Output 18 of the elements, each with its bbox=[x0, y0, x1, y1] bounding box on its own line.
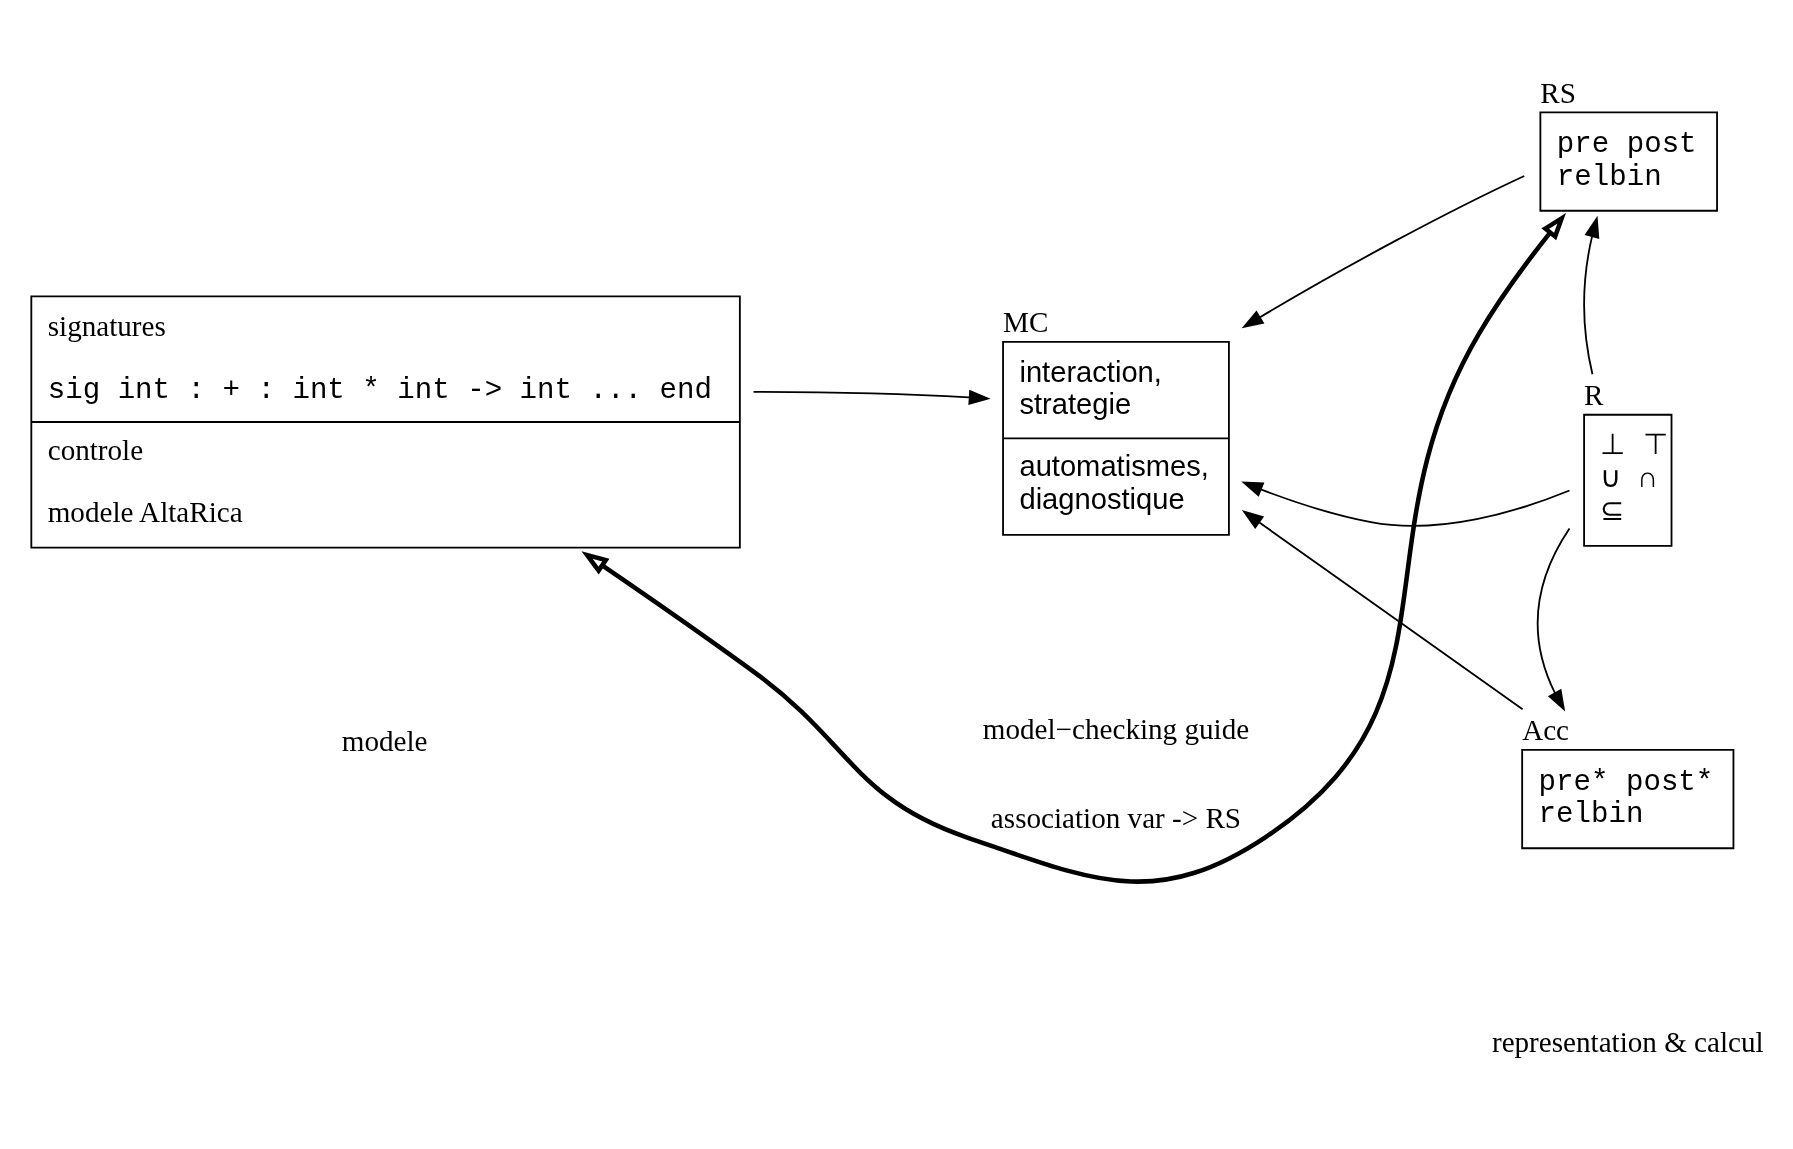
arrow bbox=[581, 212, 1566, 883]
node-box: pre post relbin bbox=[1539, 110, 1718, 212]
arrow bbox=[1536, 527, 1571, 712]
label: representation & calcul bbox=[1491, 1025, 1764, 1058]
node-label: R bbox=[1584, 378, 1604, 411]
node-label: Acc bbox=[1522, 713, 1570, 746]
arrow bbox=[1583, 215, 1600, 375]
arrow bbox=[1241, 481, 1571, 527]
node-box: pre* post* relbin bbox=[1521, 748, 1735, 849]
edge-label: association var -> RS bbox=[990, 801, 1242, 834]
arrow bbox=[1241, 509, 1524, 710]
arrow bbox=[1241, 174, 1526, 328]
node-label: RS bbox=[1540, 76, 1576, 109]
node-label: MC bbox=[1003, 305, 1049, 338]
label: model−checking guide bbox=[982, 712, 1250, 745]
node-box: ⊥ ⊤ ∪ ∩ ⊆ bbox=[1583, 413, 1673, 547]
label: modele bbox=[341, 724, 428, 757]
arrow bbox=[752, 389, 991, 405]
